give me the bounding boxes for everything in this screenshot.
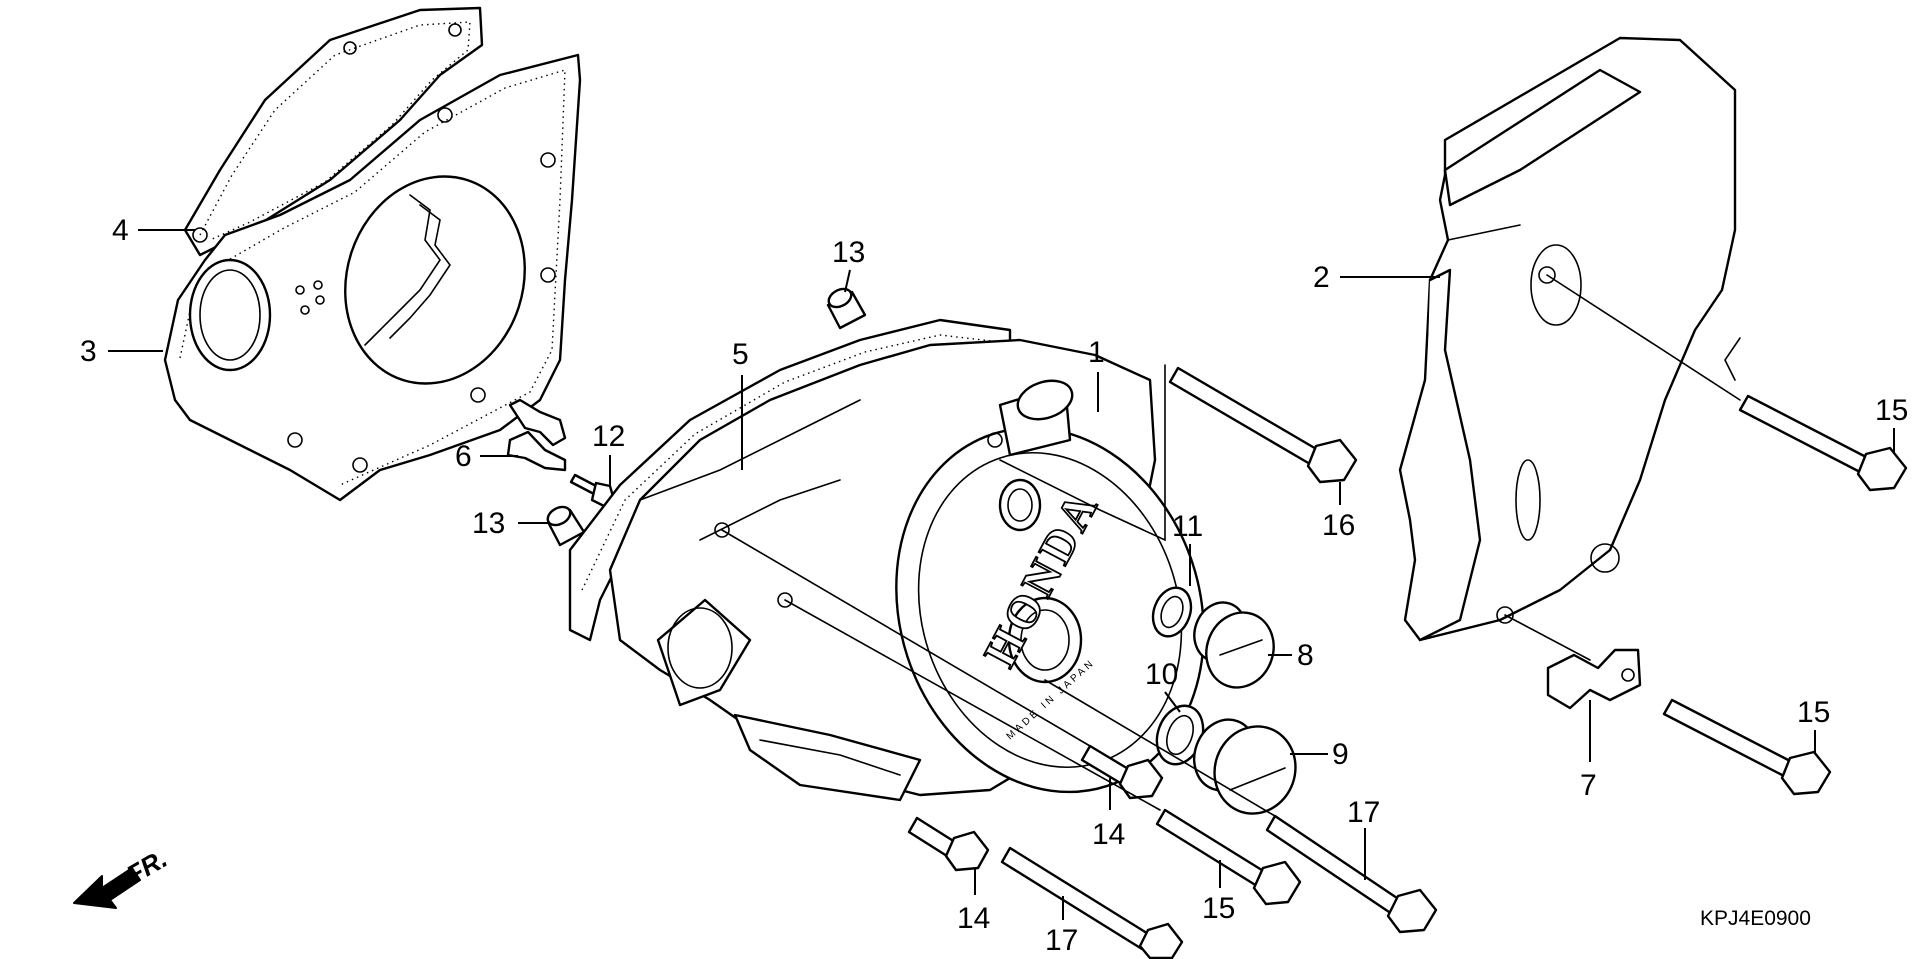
callout-15-upper: 15: [1875, 394, 1908, 427]
bolt-part-15-upper: [1738, 394, 1908, 492]
callout-8: 8: [1297, 639, 1314, 672]
callout-15-right: 15: [1797, 696, 1830, 729]
clip-part-6: [506, 398, 567, 472]
alignment-line-bolt-16: [999, 364, 1166, 542]
callout-10: 10: [1145, 658, 1178, 691]
callout-13-upper: 13: [832, 236, 865, 269]
callout-9: 9: [1332, 738, 1349, 771]
callout-13-lower: 13: [472, 507, 505, 540]
callout-4: 4: [112, 214, 129, 247]
bracket-part-7: [1546, 648, 1642, 710]
leader-10: [1164, 691, 1181, 713]
callout-3: 3: [80, 335, 97, 368]
bolt-part-14-left: [907, 816, 990, 872]
callout-17-right: 17: [1347, 796, 1380, 829]
bolt-part-16: [1168, 366, 1358, 484]
callout-11: 11: [1172, 510, 1203, 543]
plate-part-3: [163, 53, 582, 502]
dowel-pin-part-13-lower: [546, 505, 586, 547]
bolt-part-17-left: [1000, 846, 1184, 959]
callout-14-right: 14: [1092, 818, 1125, 851]
callout-6: 6: [455, 440, 472, 473]
bolt-part-14-right: [1080, 744, 1164, 800]
callout-17-left: 17: [1045, 924, 1078, 957]
front-direction-arrow-icon: FR.: [73, 843, 172, 909]
callout-14-left: 14: [957, 902, 990, 935]
callout-2: 2: [1313, 261, 1330, 294]
callout-15-lower: 15: [1202, 892, 1235, 925]
callout-16: 16: [1322, 509, 1355, 542]
dowel-pin-part-13-upper: [826, 287, 867, 330]
bolt-part-15-lower: [1155, 808, 1302, 906]
alignment-line-bolt-15-upper: [1546, 274, 1741, 401]
alignment-line-bolts-lower: [721, 529, 1276, 817]
left-crankcase-cover-part-1: HONDA MADE IN JAPAN: [608, 338, 1205, 802]
diagram-reference-code: KPJ4E0900: [1700, 907, 1811, 930]
callout-7: 7: [1580, 769, 1597, 802]
bolt-part-17-right: [1265, 814, 1438, 934]
leader-13-upper: [844, 269, 851, 293]
washer-part-10: [1155, 704, 1205, 766]
callout-1: 1: [1088, 336, 1105, 369]
alignment-line-bolt-15-right: [1504, 614, 1591, 661]
callout-12: 12: [592, 420, 625, 453]
washer-part-11: [1151, 586, 1193, 638]
sprocket-cover-part-2: [1398, 36, 1741, 642]
callout-5: 5: [732, 338, 749, 371]
plug-part-8: [1193, 601, 1275, 689]
